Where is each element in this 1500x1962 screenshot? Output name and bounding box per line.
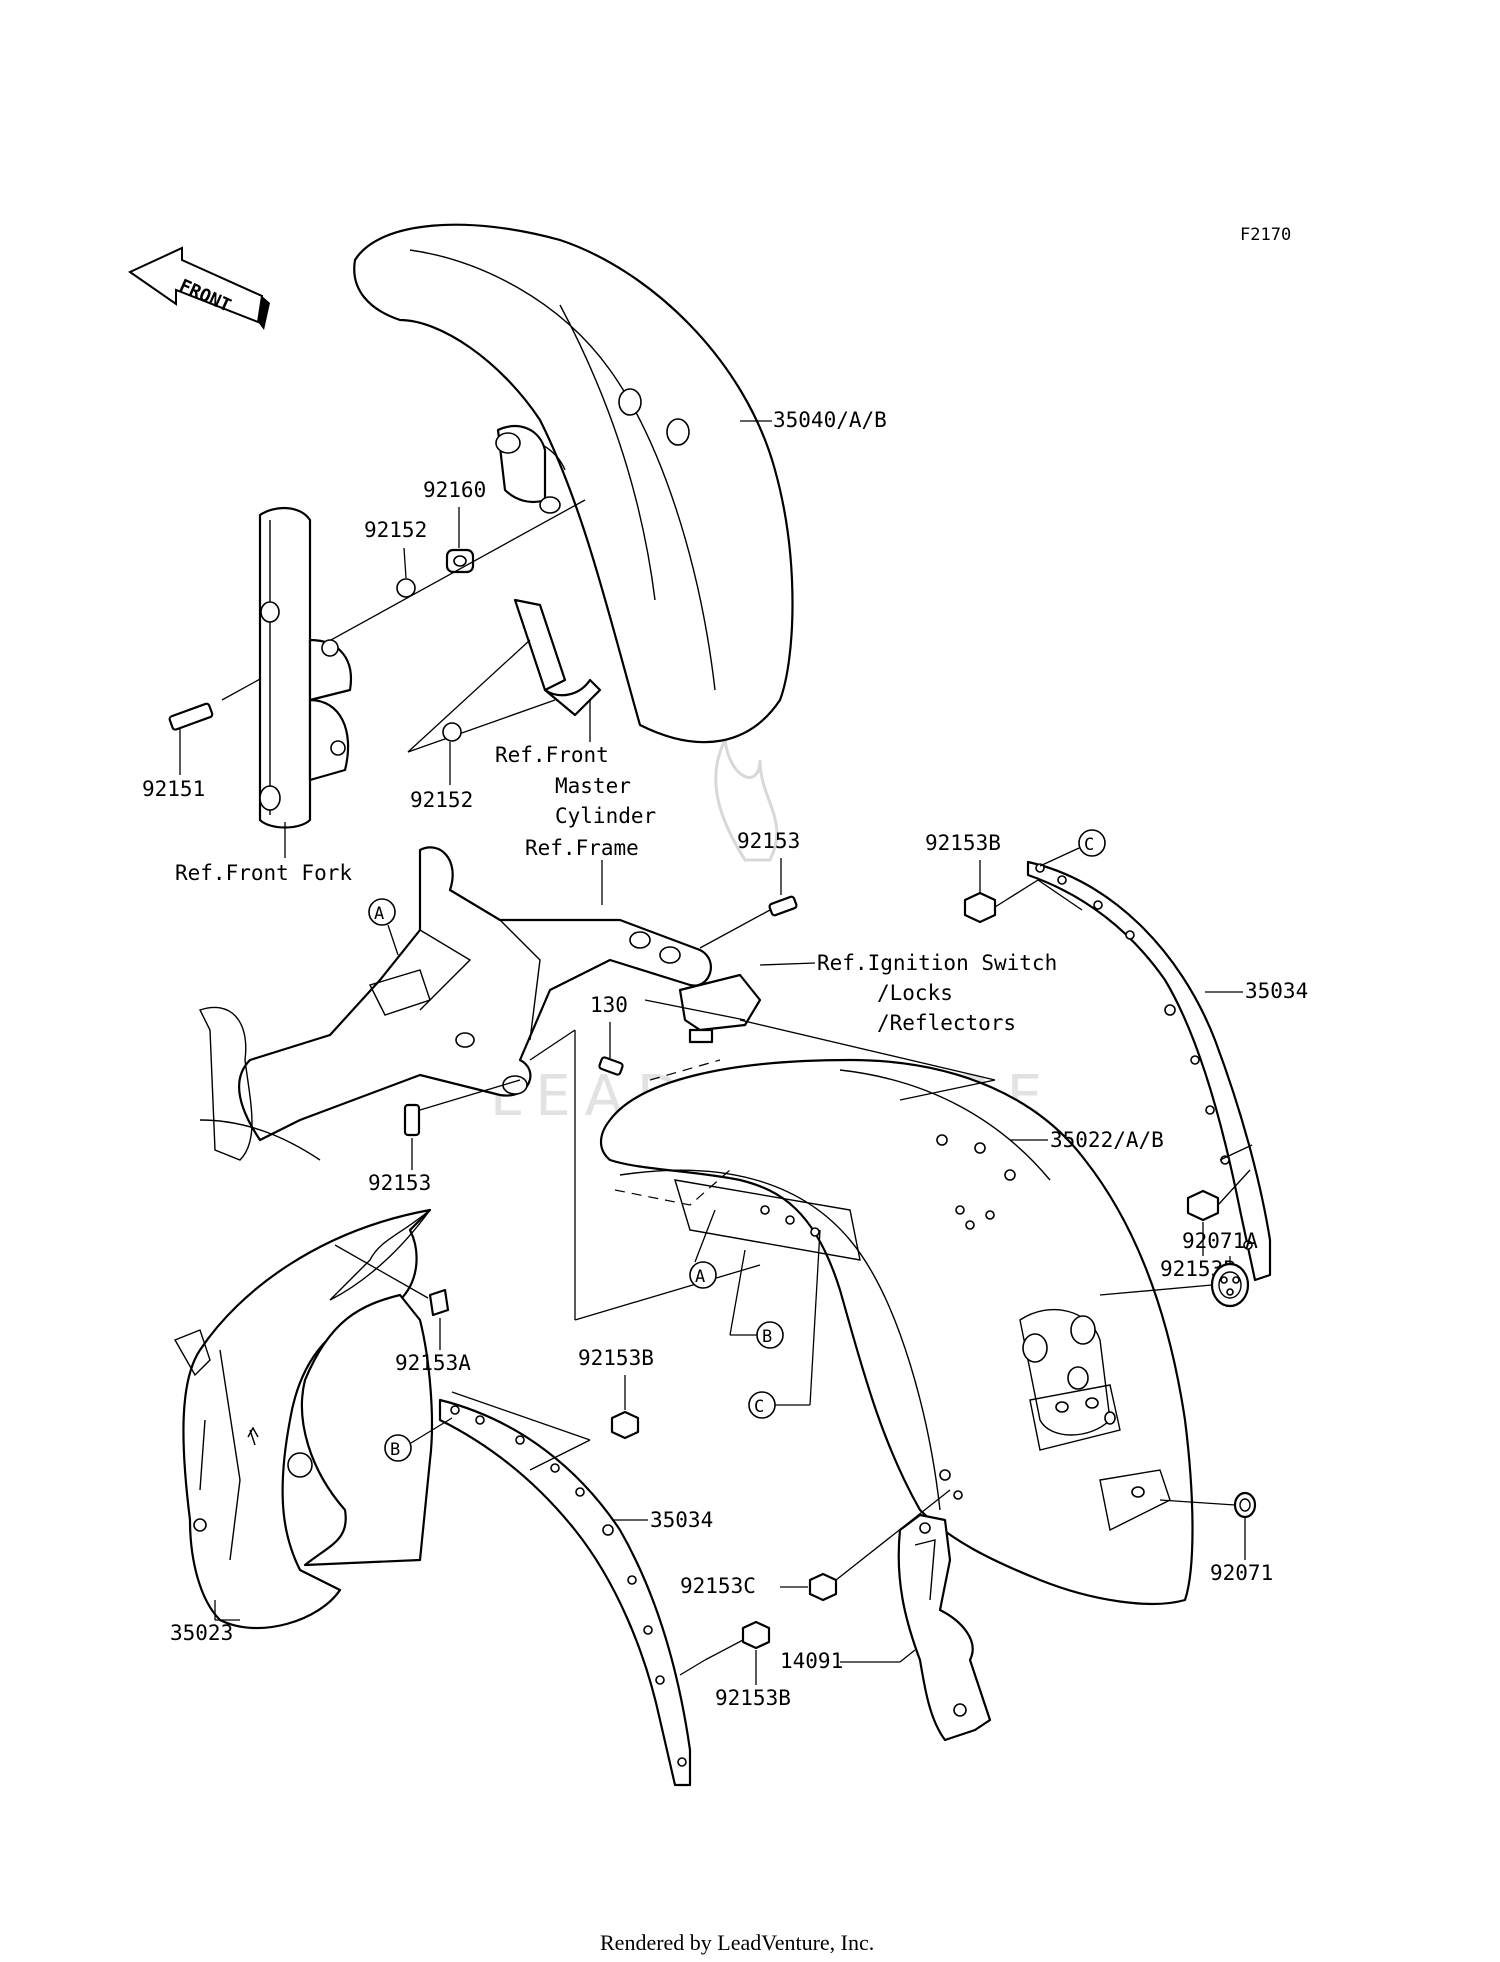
svg-text:C: C [1084,835,1094,855]
rear-fender [599,1058,1194,1605]
grommet-92071a [1210,1262,1250,1308]
rear-fender-cover [173,1208,434,1630]
label-35022: 35022/A/B [1050,1128,1164,1152]
frame [199,846,712,1161]
callout-a-fender: A [689,1261,717,1289]
callout-c-stay: C [1078,829,1106,857]
label-92071a: 92071A [1182,1229,1258,1253]
label-92160: 92160 [423,478,486,502]
ref-front-master-3: Cylinder [555,804,656,828]
label-92152-upper: 92152 [364,518,427,542]
washer-92152-upper [396,578,416,598]
label-35034-right: 35034 [1245,979,1308,1003]
label-92153b-top: 92153B [925,831,1001,855]
bolt-92153b-top [963,891,997,924]
front-direction-arrow-icon: FRONT [127,246,270,330]
stay-right [1026,860,1272,1282]
ref-ignition-3: /Reflectors [877,1011,1016,1035]
ref-ignition-1: Ref.Ignition Switch [817,951,1057,975]
callout-b-stay: B [384,1434,412,1462]
ref-front-master-2: Master [555,774,631,798]
svg-text:A: A [374,904,384,924]
label-92153a: 92153A [395,1351,471,1375]
svg-text:C: C [754,1397,764,1417]
bolt-92153b-right [1186,1189,1220,1222]
label-35034-left: 35034 [650,1508,713,1532]
svg-text:B: B [762,1327,772,1347]
callout-b-fender: B [756,1321,784,1349]
label-35040: 35040/A/B [773,408,887,432]
front-fork [258,507,353,829]
bolt-92153a [428,1288,450,1317]
diagram-code: F2170 [1240,225,1291,245]
ref-frame: Ref.Frame [525,836,639,860]
label-130: 130 [590,993,628,1017]
bolt-130 [598,1056,624,1076]
ignition-bracket [678,973,762,1044]
bracket-14091 [897,1513,992,1742]
brake-hose-clamp [513,598,602,717]
label-92153c: 92153C [680,1574,756,1598]
label-92152-lower: 92152 [410,788,473,812]
bolt-92153c [808,1572,838,1602]
label-92153-lower: 92153 [368,1171,431,1195]
callout-a-frame: A [368,898,396,926]
label-92153b-bottom: 92153B [715,1686,791,1710]
label-35023: 35023 [170,1621,233,1645]
front-fender [353,223,794,744]
bolt-92153-lower [403,1103,421,1137]
bolt-92153b-bottom [741,1620,771,1650]
stay-left [438,1398,692,1787]
footer-credit: Rendered by LeadVenture, Inc. [600,1930,874,1955]
label-14091: 14091 [780,1649,843,1673]
label-92151: 92151 [142,777,205,801]
callout-c-fender: C [748,1391,776,1419]
label-92071: 92071 [1210,1561,1273,1585]
ref-front-master-1: Ref.Front [495,743,609,767]
label-92153b-mid: 92153B [578,1346,654,1370]
bolt-92151 [168,702,214,731]
ref-front-fork: Ref.Front Fork [175,861,352,885]
bolt-92153-upper [768,895,798,917]
washer-92152-lower [442,722,462,742]
ref-ignition-2: /Locks [877,981,953,1005]
label-92153-upper: 92153 [737,829,800,853]
svg-text:B: B [390,1440,400,1460]
svg-text:A: A [695,1267,705,1287]
grommet-92071 [1233,1491,1257,1519]
bolt-92153b-mid [610,1410,640,1440]
